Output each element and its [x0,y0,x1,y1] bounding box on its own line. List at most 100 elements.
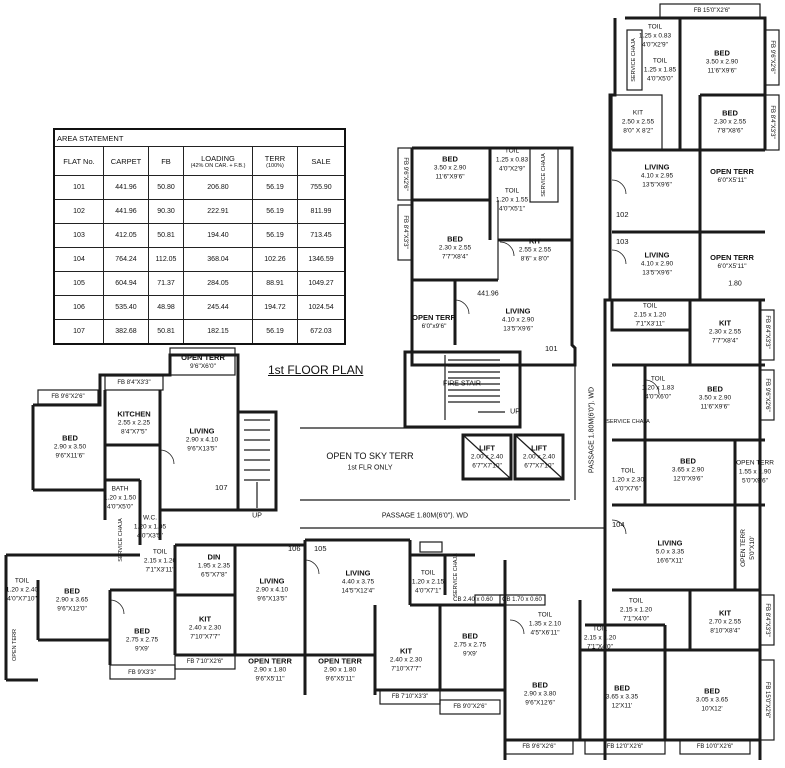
room-ft: 9'6"X13'5" [257,595,287,603]
room-name: TOIL [628,597,644,605]
room-name: KIT [399,646,413,656]
room-name: TOIL [152,548,168,556]
room-name: OPEN TERR [710,167,754,176]
room-dim: 5.0 x 3.35 [655,548,685,556]
flatbed-107a: FB 9'6"X2'6" [51,394,85,400]
room-ft: 6'7"X7'10" [524,462,554,470]
room-name: BED [64,586,80,596]
room-dim: 2.30 x 2.55 [708,328,742,336]
flatbed-r2: FB 8'4"X3'3" [769,105,775,139]
unit-number-101: 101 [545,344,558,353]
cell-loading: 206.80 [183,175,253,200]
cell-carpet: 604.94 [103,271,149,296]
cell-sale: 811.99 [297,199,346,224]
flatbed-104a: FB 9'6"X2'6" [522,744,556,750]
unit-number-102: 102 [616,210,629,219]
room-dim: 1.20 x 1.50 [103,494,137,502]
room-dim: 1.55 x 2.90 [738,468,772,476]
room-name: LIVING [259,576,285,586]
room-ft: 4'0"X2'9" [642,41,668,49]
flatbed-107b: FB 8'4"X3'3" [117,380,151,386]
room-ft: 9'6"X5'11" [255,675,285,683]
cell-sale: 755.90 [297,175,346,200]
cell-carpet: 764.24 [103,247,149,272]
room-name: TOIL [14,577,30,585]
room-dim: 2.90 x 3.80 [523,690,557,698]
header-loading-note: (42% ON CAR. + F.B.) [190,162,246,169]
room-ft: 9'6"X12'6" [525,699,555,707]
room-ft: 7'10"X7'7" [391,665,421,673]
room-dim: 3.05 x 3.65 [695,696,729,704]
room-dim: 3.50 x 2.90 [433,164,467,172]
room-dim: 2.30 x 2.55 [438,244,472,252]
cell-sale: 672.03 [297,319,346,345]
room-name: BED [722,108,738,118]
cell-flat: 105 [53,271,104,296]
plan-title: 1st FLOOR PLAN [268,363,364,377]
room-dim: 2.55 x 2.55 [518,246,552,254]
room-name: BED [447,234,463,244]
flatbed-105b: FB 9'0"X2'6" [453,704,487,710]
room-name: OPEN TERR [318,656,362,666]
room-name: BED [134,626,150,636]
room-ft: 4'0"X3'5" [137,532,163,540]
cell-flat: 103 [53,223,104,248]
stair-up-label-2: UP [252,512,262,520]
room-ft: 13'5"X9'6" [503,325,533,333]
room-dim: 1.20 x 1.55 [495,196,529,204]
flatbed-top: FB 15'0"X2'6" [693,8,731,14]
table-row: 103 412.05 50.81 194.40 56.19 713.45 [53,223,346,248]
room-name: BATH [111,485,129,493]
room-ft: 12'X11' [611,702,633,710]
cell-fb: 71.37 [148,271,184,296]
room-dim: 1.25 x 0.83 [495,156,529,164]
room-ft: 14'5"X12'4" [341,587,375,595]
room-dim: 3.50 x 2.90 [705,58,739,66]
cell-carpet: 412.05 [103,223,149,248]
room-name: TOIL [620,467,636,475]
room-dim: 2.00 x 2.40 [522,453,556,461]
core-stair-lift [403,350,565,481]
passage [236,355,606,529]
room-dim: 4.10 x 2.95 [640,172,674,180]
room-ft: 4'0"X7'10" [7,595,37,603]
room-ft: 7'7"X8'4" [442,253,468,261]
flatbed-101a: FB 9'6"X2'6" [402,157,408,191]
room-ft: 8'6" x 8'0" [520,255,550,263]
room-ft: 4'0"X2'9" [499,165,525,173]
flatbed-r4: FB 9'6"X2'6" [764,378,770,412]
room-name: BED [704,686,720,696]
room-name: DIN [207,552,221,562]
header-loading-label: LOADING [201,153,235,163]
room-name: KIT [528,236,542,246]
room-ft: 9'6"X11'6" [55,452,85,460]
cell-terr: 56.19 [252,175,298,200]
cell-loading: 284.05 [183,271,253,296]
room-ft: 6'0"X5'11" [717,177,747,184]
room-ft: 7'7"X8'4" [712,337,738,345]
header-loading: LOADING(42% ON CAR. + F.B.) [183,146,253,176]
room-name: BED [532,680,548,690]
room-dim: 2.50 x 2.55 [621,118,655,126]
fire-stair-label: FIRE STAIR [443,380,481,388]
room-ft: 6'7"X7'10" [472,462,502,470]
flatbed-106b: FB 9'X3'3" [128,670,156,676]
cell-loading: 194.40 [183,223,253,248]
room-dim: 2.15 x 1.20 [633,311,667,319]
